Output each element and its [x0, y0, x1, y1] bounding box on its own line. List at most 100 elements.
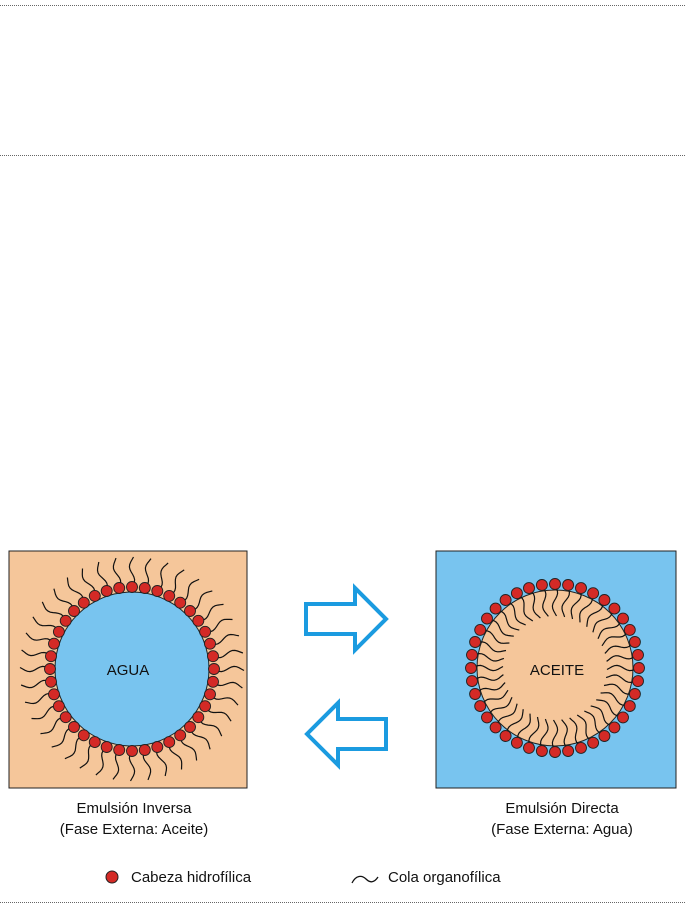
- direct-surfactant-head: [598, 730, 611, 742]
- direct-surfactant-head: [523, 741, 535, 754]
- inverse-surfactant-head: [126, 745, 138, 757]
- bottom-divider: [0, 902, 685, 903]
- direct-surfactant-head: [587, 587, 600, 600]
- direct-surfactant-tail: [603, 683, 634, 695]
- direct-tails: [472, 585, 638, 751]
- direct-surfactant-tail: [481, 629, 510, 644]
- inverse-surfactant-head: [199, 700, 212, 713]
- direct-surfactant-tail: [528, 716, 540, 747]
- direct-surfactant-tail: [476, 682, 506, 694]
- direct-surfactant-tail: [473, 674, 504, 682]
- inverse-surfactant-head: [100, 741, 113, 753]
- direct-surfactant-head: [608, 721, 621, 734]
- direct-surfactant-head: [587, 736, 600, 749]
- inverse-surfactant-head: [151, 741, 164, 753]
- inverse-surfactant-head: [138, 744, 151, 756]
- direct-surfactant-head: [474, 623, 487, 636]
- inverse-surfactant-head: [208, 663, 220, 675]
- direct-surfactant-head: [628, 688, 641, 700]
- direct-surfactant-tail: [561, 719, 569, 750]
- inverse-surfactant-head: [126, 581, 138, 593]
- inverse-surfactant-head: [77, 729, 90, 742]
- direct-surfactant-tail: [517, 594, 534, 622]
- direct-surfactant-tail: [516, 713, 531, 742]
- direct-surfactant-head: [623, 700, 636, 713]
- direct-surfactant-tail: [506, 709, 524, 735]
- direct-surfactant-tail: [551, 585, 559, 617]
- inverse-surfactant-head: [44, 663, 56, 675]
- direct-surfactant-head: [608, 602, 621, 615]
- direct-surfactant-tail: [481, 689, 509, 706]
- organophilic-tail-icon: [351, 875, 379, 884]
- inverse-surfactant-head: [48, 688, 60, 701]
- direct-surfactant-tail: [597, 619, 622, 639]
- direct-surfactant-head: [474, 700, 487, 713]
- arrow-left-icon: [304, 698, 388, 770]
- direct-surfactant-head: [466, 648, 478, 661]
- direct-surfactant-tail: [584, 710, 604, 735]
- direct-surfactant-head: [628, 636, 641, 648]
- inverse-surfactant-head: [77, 596, 90, 609]
- direct-surfactant-tail: [541, 586, 549, 617]
- inverse-surfactant-head: [207, 675, 219, 688]
- inverse-surfactant-head: [174, 729, 187, 742]
- legend-head-label: Cabeza hidrofílica: [131, 869, 252, 886]
- direct-surfactant-head: [575, 582, 587, 595]
- inverse-surfactant-head: [88, 736, 101, 749]
- direct-surfactant-head: [562, 745, 575, 757]
- direct-surfactant-tail: [605, 674, 637, 684]
- inverse-surfactant-head: [192, 614, 205, 627]
- inverse-caption-line1: Emulsión Inversa: [76, 800, 192, 817]
- direct-heads: [465, 578, 645, 758]
- inverse-surfactant-head: [163, 589, 176, 602]
- inverse-emulsion-panel: AGUA: [8, 550, 248, 789]
- direct-surfactant-head: [598, 594, 611, 606]
- direct-surfactant-tail: [600, 692, 629, 707]
- direct-surfactant-tail: [601, 630, 629, 647]
- inverse-surfactant-head: [59, 614, 72, 627]
- inverse-core-label: AGUA: [107, 662, 150, 679]
- direct-surfactant-tail: [576, 714, 593, 742]
- direct-surfactant-tail: [473, 652, 505, 662]
- direct-surfactant-head: [469, 688, 482, 700]
- direct-surfactant-head: [499, 594, 512, 606]
- direct-surfactant-head: [510, 736, 523, 749]
- direct-surfactant-head: [481, 711, 493, 724]
- direct-surfactant-tail: [488, 697, 513, 717]
- direct-surfactant-tail: [590, 705, 614, 727]
- direct-surfactant-tail: [606, 664, 638, 672]
- direct-surfactant-head: [465, 662, 477, 674]
- inverse-surfactant-head: [45, 650, 57, 663]
- direct-surfactant-head: [489, 602, 502, 615]
- inverse-surfactant-head: [52, 625, 65, 638]
- direct-surfactant-head: [466, 675, 478, 688]
- direct-surfactant-tail: [488, 619, 514, 637]
- top-divider: [0, 5, 685, 6]
- inverse-surfactant-head: [199, 625, 212, 638]
- arrow-right-icon: [304, 583, 389, 655]
- inverse-surfactant-head: [48, 637, 60, 650]
- direct-surfactant-tail: [606, 654, 637, 662]
- direct-surfactant-tail: [592, 609, 614, 633]
- direct-surfactant-tail: [586, 601, 604, 627]
- hydrophilic-head-icon: [105, 870, 119, 884]
- direct-surfactant-tail: [539, 718, 549, 750]
- direct-surfactant-head: [575, 741, 587, 754]
- direct-surfactant-head: [535, 745, 548, 757]
- inverse-surfactant-head: [100, 585, 113, 597]
- direct-surfactant-head: [489, 721, 502, 734]
- direct-surfactant-tail: [472, 664, 504, 672]
- inverse-surfactant-head: [204, 637, 216, 650]
- direct-surfactant-tail: [570, 589, 582, 620]
- inverse-caption-line2: (Fase Externa: Aceite): [60, 821, 208, 838]
- direct-surfactant-tail: [561, 586, 571, 618]
- inverse-surfactant-head: [204, 688, 216, 701]
- legend: Cabeza hidrofílica Cola organofílica: [105, 869, 501, 886]
- direct-surfactant-tail: [476, 641, 507, 653]
- direct-surfactant-head: [562, 579, 575, 591]
- inverse-surfactant-head: [174, 596, 187, 609]
- direct-surfactant-head: [617, 612, 629, 625]
- inverse-surfactant-head: [68, 605, 80, 617]
- inverse-surfactant-head: [163, 736, 176, 749]
